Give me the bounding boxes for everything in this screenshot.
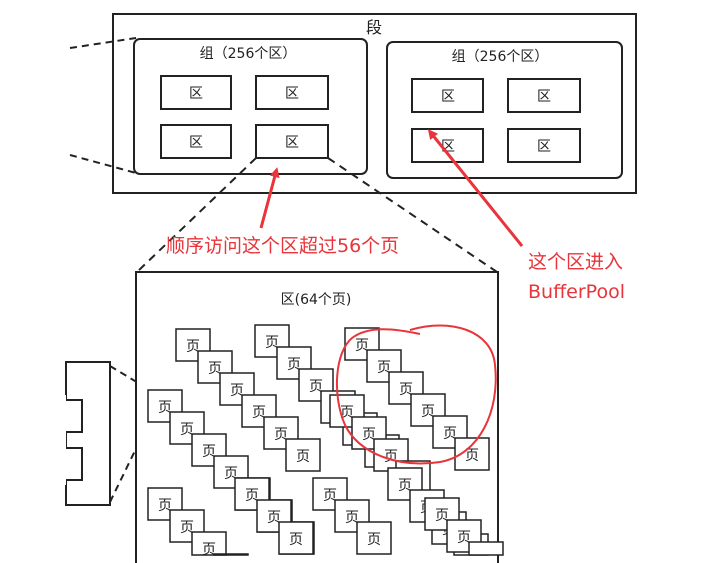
page-box: 页	[351, 416, 387, 450]
buffer-pool-annotation-line2: BufferPool	[528, 281, 625, 303]
page-label: 页	[289, 532, 303, 548]
segment-label: 段	[366, 18, 382, 37]
highlight-circle	[335, 324, 497, 465]
page-label: 页	[309, 379, 323, 395]
page-label: 页	[245, 488, 259, 504]
page-label: 页	[252, 405, 266, 421]
red-arrow	[259, 167, 280, 229]
page-label: 页	[435, 508, 449, 524]
page-label: 页	[202, 444, 216, 460]
zoom-dashed-line	[327, 157, 498, 273]
group-label: 组（256个区）	[200, 46, 297, 62]
extent-box: 区	[411, 128, 484, 163]
page-label: 页	[340, 405, 354, 421]
page-label: 页	[355, 338, 369, 354]
page-label: 页	[398, 478, 412, 494]
page-label: 页	[267, 510, 281, 526]
page-label: 页	[296, 449, 310, 465]
extent-label: 区	[285, 135, 299, 151]
page-label: 页	[180, 422, 194, 438]
page-label: 页	[367, 532, 381, 548]
extent-label: 区	[537, 139, 551, 155]
page-label: 页	[274, 427, 288, 443]
page-box: 页	[278, 521, 314, 555]
page-label: 页	[323, 488, 337, 504]
page-box	[213, 553, 249, 556]
page-box	[468, 541, 504, 556]
sequential-access-annotation: 顺序访问这个区超过56个页	[166, 235, 399, 257]
extent-box: 区	[255, 75, 329, 110]
page-box: 页	[219, 372, 255, 406]
extent-label: 区	[441, 89, 455, 105]
extent-label: 区	[537, 89, 551, 105]
page-label: 页	[158, 400, 172, 416]
page-label: 页	[287, 357, 301, 373]
partial-box	[65, 361, 111, 506]
extent-box: 区	[507, 128, 581, 163]
page-label: 页	[421, 404, 435, 420]
extent-label: 区	[189, 86, 203, 102]
page-grid: 页页页页页页页页页页页页页页页页页页页页页页页页页页页页页页页页页页页页页页页页…	[147, 324, 504, 558]
page-box: 页	[256, 499, 292, 533]
page-label: 页	[362, 427, 376, 443]
group-label: 组（256个区）	[452, 49, 549, 65]
extent-box: 区	[160, 124, 232, 159]
page-label: 页	[345, 510, 359, 526]
page-label: 页	[265, 335, 279, 351]
extent-detail-label: 区(64个页)	[281, 292, 352, 308]
page-label: 页	[377, 360, 391, 376]
red-arrow	[427, 129, 524, 247]
page-box: 页	[191, 531, 227, 558]
page-label: 页	[208, 361, 222, 377]
page-label: 页	[457, 530, 471, 546]
buffer-pool-annotation-line1: 这个区进入	[528, 251, 623, 273]
extent-box: 区	[507, 78, 581, 113]
extent-label: 区	[285, 86, 299, 102]
page-label: 页	[180, 520, 194, 536]
page-label: 页	[230, 383, 244, 399]
page-label: 页	[465, 448, 479, 464]
page-label: 页	[399, 382, 413, 398]
extent-box-selected: 区	[255, 124, 329, 159]
extent-box-entered: 区	[411, 78, 484, 113]
extent-box: 区	[160, 75, 232, 110]
extent-label: 区	[189, 135, 203, 151]
page-label: 页	[158, 498, 172, 514]
page-label: 页	[443, 426, 457, 442]
page-label: 页	[202, 542, 216, 558]
page-box: 页	[356, 521, 392, 555]
page-box: 页	[285, 438, 321, 472]
page-label: 页	[186, 339, 200, 355]
